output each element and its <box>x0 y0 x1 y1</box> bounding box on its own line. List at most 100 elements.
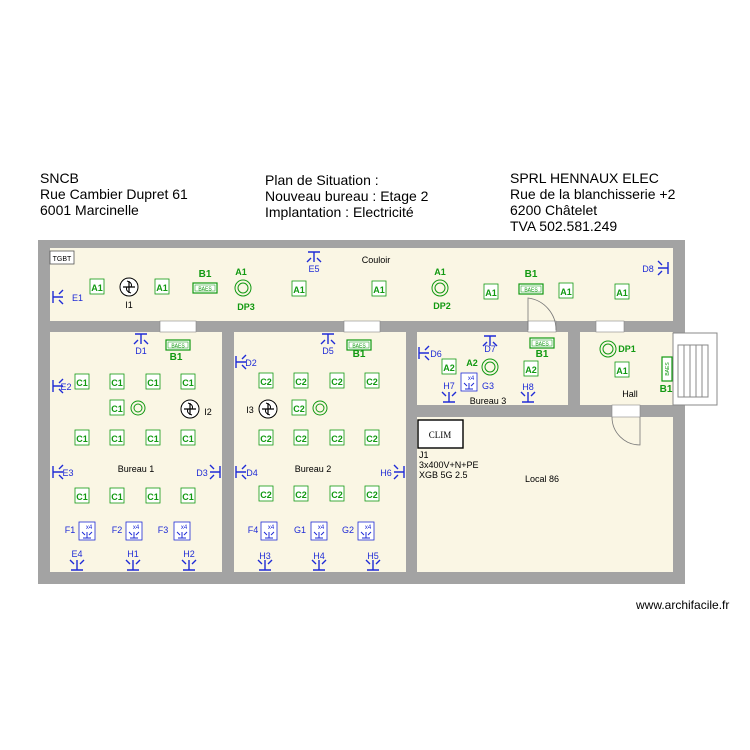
ring-light-c2 <box>312 400 328 416</box>
ceiling-light-label: A1 <box>616 288 628 298</box>
client-name: SNCB <box>40 170 79 186</box>
outlet-label: H1 <box>127 549 139 559</box>
outlet-h8 <box>520 391 536 403</box>
ceiling-light-label: C1 <box>76 492 88 502</box>
baes-text: BAES <box>352 344 366 350</box>
ceiling-light-c2 <box>258 429 274 446</box>
client-city: 6001 Marcinelle <box>40 202 139 218</box>
ceiling-light-label: C1 <box>147 492 159 502</box>
outlet-d8 <box>657 260 669 276</box>
contractor-street: Rue de la blanchisserie +2 <box>510 186 676 202</box>
plan-info-line3: Implantation : Electricité <box>265 204 414 220</box>
emergency-light-b1 <box>346 339 372 351</box>
outlet-d3 <box>209 464 221 480</box>
ceiling-light-label: C1 <box>111 378 123 388</box>
door-opening <box>527 320 557 333</box>
ceiling-light-c2 <box>293 429 309 446</box>
ceiling-light-label: C1 <box>76 434 88 444</box>
baes-text: BAES <box>665 362 671 376</box>
baes-text: BAES <box>198 287 212 293</box>
outlet-label: D2 <box>245 358 257 368</box>
fan-label: I2 <box>204 407 212 417</box>
x4-label: x4 <box>268 525 275 531</box>
door-opening <box>343 320 381 333</box>
ceiling-light-label: A1 <box>560 287 572 297</box>
emergency-light-b1 <box>661 356 673 382</box>
ceiling-light-label: C2 <box>260 377 272 387</box>
ceiling-light-a2 <box>523 360 539 377</box>
outlet-h1 <box>125 559 141 571</box>
ceiling-light-c1 <box>145 373 161 390</box>
outlet-box-label: G3 <box>482 381 494 391</box>
clim-box <box>417 419 464 449</box>
door-opening <box>611 404 641 418</box>
outlet-box-label: F3 <box>158 525 169 535</box>
contractor-vat: TVA 502.581.249 <box>510 218 618 234</box>
outlet-d4 <box>235 464 247 480</box>
outlet-label: E2 <box>60 382 71 392</box>
ceiling-light-label: A1 <box>616 366 628 376</box>
emergency-label: B1 <box>660 384 673 395</box>
fan-i3 <box>258 399 278 419</box>
ceiling-light-c1 <box>109 487 125 504</box>
ceiling-light-c2 <box>364 429 380 446</box>
baes-text: BAES <box>171 344 185 350</box>
ceiling-light-label: A1 <box>235 267 247 277</box>
x4-label: x4 <box>318 525 325 531</box>
ceiling-light-a1 <box>89 278 105 295</box>
ceiling-light-c2 <box>329 429 345 446</box>
outlet-box-f2 <box>125 521 143 541</box>
baes-text: BAES <box>524 288 538 294</box>
ring-light-a2 <box>481 358 499 376</box>
ceiling-light-label: C1 <box>111 492 123 502</box>
ceiling-light-a1 <box>154 278 170 295</box>
emergency-light-b1 <box>529 337 555 349</box>
ceiling-light-label: C1 <box>147 378 159 388</box>
ceiling-light-a1 <box>483 283 499 300</box>
outlet-label: D1 <box>135 346 147 356</box>
ceiling-light-c2 <box>329 485 345 502</box>
tgbt-box <box>49 250 75 265</box>
x4-label: x4 <box>133 525 140 531</box>
door-opening <box>595 320 625 333</box>
outlet-h6 <box>393 464 405 480</box>
ceiling-light-label: A2 <box>525 365 537 375</box>
ceiling-light-label: C2 <box>366 377 378 387</box>
ceiling-light-c1 <box>74 429 90 446</box>
outlet-box-g1 <box>310 521 328 541</box>
door-swing <box>527 297 557 331</box>
ceiling-light-c2 <box>291 399 307 416</box>
contractor-city: 6200 Châtelet <box>510 202 598 218</box>
ceiling-light-label: A1 <box>156 283 168 293</box>
ceiling-light-c1 <box>180 429 196 446</box>
ceiling-light-a2 <box>441 358 457 375</box>
ceiling-light-c1 <box>74 487 90 504</box>
outlet-d5 <box>320 333 336 345</box>
credit-text: www.archifacile.fr <box>636 598 730 612</box>
outlet-label: E4 <box>71 549 82 559</box>
ceiling-light-a1 <box>371 280 387 297</box>
outlet-box-f4 <box>260 521 278 541</box>
ceiling-light-label: C2 <box>293 404 305 414</box>
contractor-block: SPRL HENNAUX ELEC Rue de la blanchisseri… <box>510 170 675 234</box>
outlet-label: D5 <box>322 346 334 356</box>
outlet-h3 <box>257 559 273 571</box>
ceiling-light-a1 <box>614 283 630 300</box>
plan-info-block: Plan de Situation : Nouveau bureau : Eta… <box>265 172 428 220</box>
emergency-label: B1 <box>199 269 212 280</box>
detector-dp3 <box>234 279 252 297</box>
emergency-label: B1 <box>353 349 366 360</box>
outlet-box-label: F1 <box>65 525 76 535</box>
outlet-h5 <box>365 559 381 571</box>
outlet-e2 <box>52 378 64 394</box>
ceiling-light-c1 <box>145 429 161 446</box>
outlet-label: H4 <box>313 551 325 561</box>
ceiling-light-c2 <box>329 372 345 389</box>
outlet-e3 <box>52 464 64 480</box>
outlet-label: D3 <box>196 468 208 478</box>
outlet-label: H7 <box>443 381 455 391</box>
outlet-label: E1 <box>72 293 83 303</box>
ceiling-light-c2 <box>258 372 274 389</box>
outlet-d6 <box>418 345 430 361</box>
plan-info-line2: Nouveau bureau : Etage 2 <box>265 188 429 204</box>
